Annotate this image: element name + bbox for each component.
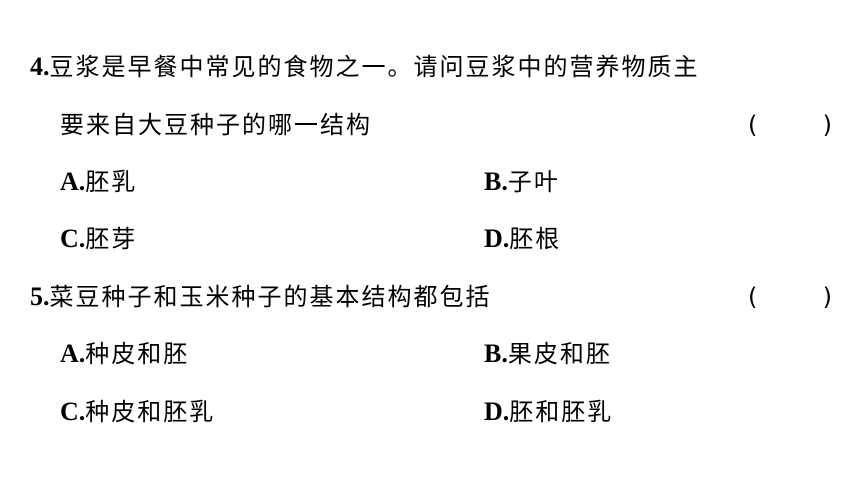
option-letter: C. (60, 224, 86, 253)
question-4-option-d[interactable]: D.胚根 (484, 219, 561, 259)
option-text: 胚芽 (85, 225, 138, 253)
question-number: 4. (30, 52, 50, 81)
option-letter: A. (60, 167, 86, 196)
question-5-option-d[interactable]: D.胚和胚乳 (484, 392, 613, 432)
question-4-answer-bracket: ( ) (748, 105, 838, 145)
option-text: 种皮和胚 (85, 340, 190, 368)
option-text: 种皮和胚乳 (85, 398, 216, 426)
option-letter: B. (484, 167, 508, 196)
option-letter: D. (484, 224, 510, 253)
option-letter: A. (60, 339, 86, 368)
option-text: 胚和胚乳 (509, 398, 614, 426)
question-5-option-c[interactable]: C.种皮和胚乳 (60, 392, 215, 432)
question-5-option-a[interactable]: A.种皮和胚 (60, 334, 189, 374)
option-text: 果皮和胚 (507, 340, 612, 368)
question-number: 5. (30, 282, 50, 311)
bracket-open: ( (748, 111, 758, 139)
question-4-option-a[interactable]: A.胚乳 (60, 162, 137, 202)
bracket-open: ( (748, 283, 758, 311)
question-4-stem-line2: 要来自大豆种子的哪一结构 (60, 111, 372, 139)
option-letter: D. (484, 397, 510, 426)
option-letter: C. (60, 397, 86, 426)
question-5-stem-line1: 5.菜豆种子和玉米种子的基本结构都包括 (30, 277, 492, 317)
question-5-option-b[interactable]: B.果皮和胚 (484, 334, 612, 374)
bracket-close: ) (822, 283, 832, 311)
bracket-close: ) (822, 111, 832, 139)
question-4-stem-line1: 4.豆浆是早餐中常见的食物之一。请问豆浆中的营养物质主 (30, 47, 700, 87)
question-stem-text: 菜豆种子和玉米种子的基本结构都包括 (49, 283, 492, 311)
option-text: 胚乳 (85, 168, 138, 196)
option-letter: B. (484, 339, 508, 368)
question-stem-text: 豆浆是早餐中常见的食物之一。请问豆浆中的营养物质主 (49, 53, 700, 81)
question-4-option-c[interactable]: C.胚芽 (60, 219, 137, 259)
question-4-option-b[interactable]: B.子叶 (484, 162, 560, 202)
option-text: 子叶 (507, 168, 560, 196)
option-text: 胚根 (509, 225, 562, 253)
question-5-answer-bracket: ( ) (748, 277, 838, 317)
